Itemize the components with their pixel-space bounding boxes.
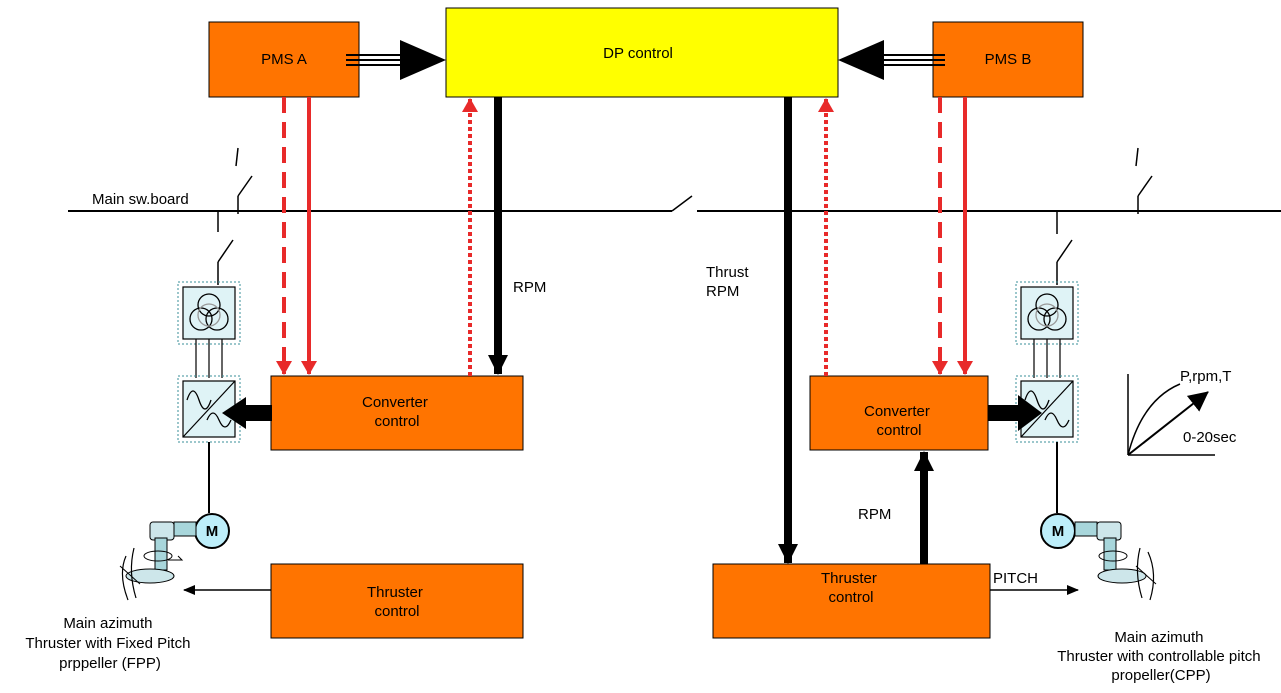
transformer-icon xyxy=(1015,281,1079,345)
thruster-control-left-label: Thruster control xyxy=(367,584,427,620)
pms-b-label: PMS B xyxy=(985,51,1032,68)
transformer-icon xyxy=(177,281,241,345)
thruster-control-right-box xyxy=(712,563,991,639)
rpm-label-left: RPM xyxy=(513,279,546,296)
pms-a-label: PMS A xyxy=(261,51,307,68)
converter-control-left-box xyxy=(270,375,524,451)
breaker-switch-icon xyxy=(235,147,253,214)
motor-label-left: M xyxy=(206,523,219,540)
ramp-time-label: 0-20sec xyxy=(1183,429,1237,446)
transformer-to-converter-lines xyxy=(1033,339,1061,378)
pms-a-box xyxy=(208,21,360,98)
thrust-rpm-label: Thrust RPM xyxy=(706,264,753,300)
ramp-graph-icon xyxy=(1127,374,1215,456)
main-switchboard-label: Main sw.board xyxy=(92,191,189,208)
azimuth-propeller-icon xyxy=(1074,521,1157,601)
breaker-switch-icon xyxy=(1135,147,1153,214)
pms-a-to-dp-arrow xyxy=(346,40,446,80)
converter-control-to-converter-arrow-left xyxy=(222,397,272,429)
left-thruster-caption: Main azimuth Thruster with Fixed Pitch p… xyxy=(25,615,194,672)
azimuth-propeller-icon xyxy=(119,521,197,601)
converter-control-to-converter-arrow-right xyxy=(988,395,1042,431)
pms-b-box xyxy=(932,21,1084,98)
motor-label-right: M xyxy=(1052,523,1065,540)
rpm-label-right: RPM xyxy=(858,506,891,523)
converter-control-right-box xyxy=(809,375,989,451)
dp-control-label: DP control xyxy=(603,45,673,62)
transformer-to-converter-lines xyxy=(195,339,223,378)
right-thruster-caption: Main azimuth Thruster with controllable … xyxy=(1057,629,1265,684)
converter-control-left-label: Converter control xyxy=(362,394,432,430)
pms-b-to-dp-arrow xyxy=(838,40,945,80)
converter-control-right-label: Converter control xyxy=(864,403,934,439)
thruster-control-right-label: Thruster control xyxy=(821,570,881,606)
ramp-output-label: P,rpm,T xyxy=(1180,368,1231,385)
thruster-control-left-box xyxy=(270,563,524,639)
breaker-switch-icon xyxy=(217,239,234,263)
dp-control-box xyxy=(445,7,839,98)
breaker-switch-icon xyxy=(1056,239,1073,263)
bus-tie-breaker-icon xyxy=(671,195,693,212)
pitch-label: PITCH xyxy=(993,570,1038,587)
